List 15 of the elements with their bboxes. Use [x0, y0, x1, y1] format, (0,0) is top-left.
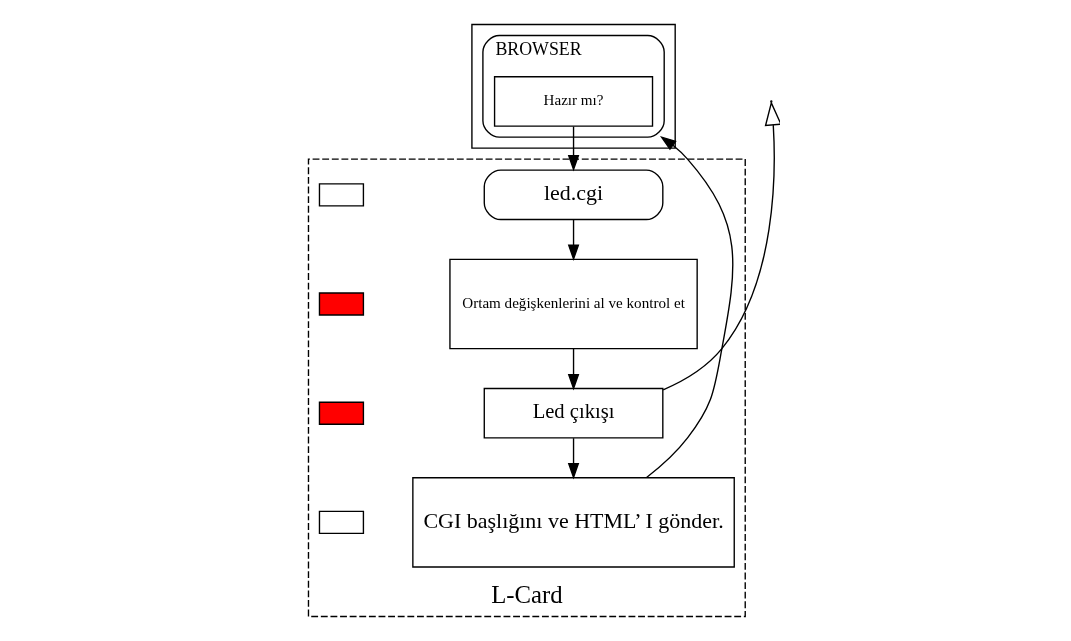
- node-box: Led çıkışı: [483, 387, 663, 439]
- arrow: [567, 437, 579, 480]
- arrow: [567, 125, 579, 172]
- node-box: [318, 292, 364, 316]
- node-box: [318, 510, 364, 535]
- arrow: [567, 219, 579, 262]
- node-box: Ortam değişkenlerini al ve kontrol et: [448, 258, 698, 350]
- node-box: led.cgi: [483, 169, 663, 221]
- arrow: [567, 348, 579, 391]
- node-box: [318, 401, 364, 425]
- arrow: [662, 100, 780, 391]
- node-box: Hazır mı?: [493, 76, 653, 127]
- arrow: [645, 135, 733, 479]
- node-box: CGI başlığını ve HTML’ I gönder.: [411, 477, 735, 568]
- node-box: [318, 183, 364, 207]
